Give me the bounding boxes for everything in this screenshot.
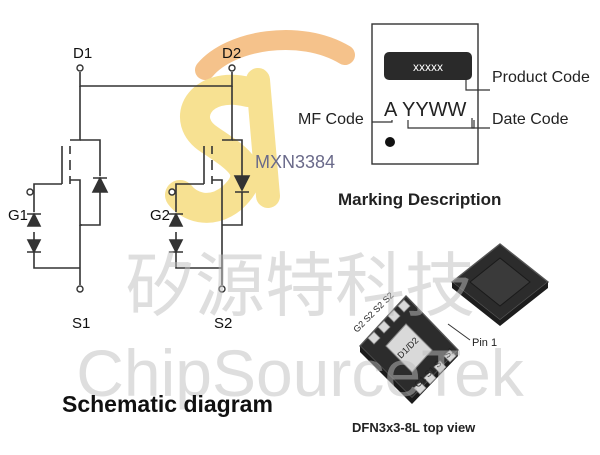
pad-top-2	[377, 320, 391, 334]
package-side	[360, 346, 458, 404]
fet2-diode-bottom-wire	[222, 192, 243, 226]
marking-chip-bar	[384, 52, 472, 80]
product-code-leader	[465, 80, 490, 91]
terminal-d1	[76, 64, 84, 72]
pin-label-s2: S2	[214, 315, 232, 332]
gate2-zener-up	[168, 212, 184, 227]
marking-diagram: xxxxx A YYWW Product Code MF Code Date C…	[298, 23, 590, 165]
label-date-code: Date Code	[492, 111, 569, 128]
watermark-chinese: 矽源特科技	[125, 247, 475, 325]
pad-top-4	[397, 299, 411, 313]
package-bottom-view	[450, 243, 550, 326]
terminal-d2	[228, 64, 236, 72]
terminal-g1	[26, 188, 34, 196]
label-product-code: Product Code	[492, 69, 590, 86]
pin-label-g1: G1	[8, 207, 28, 224]
logo-swirl-bar	[246, 68, 280, 208]
terminals	[26, 64, 236, 293]
watermark-latin: ChipSourceTek	[76, 336, 525, 410]
mf-code-leader	[372, 120, 393, 123]
fet2-gate-wire	[175, 183, 204, 192]
pin-label-d2: D2	[222, 45, 241, 62]
logo-swirl-arc	[195, 29, 355, 80]
fet1-diode-bottom-wire	[80, 192, 101, 226]
pin-label-d1: D1	[73, 45, 92, 62]
gate2-zener-down	[168, 239, 184, 254]
terminal-s2	[218, 285, 226, 293]
logo-swirl-s	[165, 75, 263, 223]
marking-chip-text: xxxxx	[413, 60, 443, 74]
fet2-diode-top-wire	[232, 139, 243, 176]
schematic-title: Schematic diagram	[62, 391, 273, 417]
terminal-s1	[76, 285, 84, 293]
label-mf-code: MF Code	[298, 111, 364, 128]
fet1-diode-top-wire	[80, 139, 101, 176]
schematic	[26, 72, 251, 285]
part-number: MXN3384	[255, 152, 335, 172]
fet1-drain-wire	[70, 86, 81, 141]
fet1-source-wire	[70, 179, 82, 226]
pin1-leader	[447, 323, 471, 341]
fet1-gate-wire	[33, 183, 62, 192]
date-bracket	[407, 120, 475, 129]
pin-label-s1: S1	[72, 315, 90, 332]
gate1-zener-up	[26, 212, 42, 227]
pad-top-1	[367, 331, 381, 345]
pad-bottom-2	[423, 371, 437, 385]
pad-bottom-1	[413, 381, 427, 395]
pin-label-g2: G2	[150, 207, 170, 224]
marking-pin1-dot	[385, 137, 395, 147]
terminal-g2	[168, 188, 176, 196]
pad-bottom-3	[433, 360, 447, 374]
fet1-body-diode	[91, 176, 109, 193]
gate1-zener-wire	[33, 192, 80, 269]
marking-mf-letter: A	[384, 99, 398, 121]
logo-watermark	[165, 29, 355, 223]
package-thermal-pad	[385, 323, 433, 373]
pin1-label: Pin 1	[472, 337, 497, 349]
package-right-face	[469, 257, 531, 307]
pad-bottom-4	[443, 349, 457, 363]
package-pads	[367, 299, 457, 395]
marking-title: Marking Description	[338, 190, 501, 209]
pad-top-3	[387, 309, 401, 323]
drain-rail	[79, 72, 233, 87]
package-caption: DFN3x3-8L top view	[352, 420, 476, 435]
gate1-zener-down	[26, 239, 42, 254]
marking-date-text: YYWW	[402, 99, 467, 121]
fet2-source-wire	[212, 179, 223, 225]
fet2-body-diode	[233, 175, 251, 193]
